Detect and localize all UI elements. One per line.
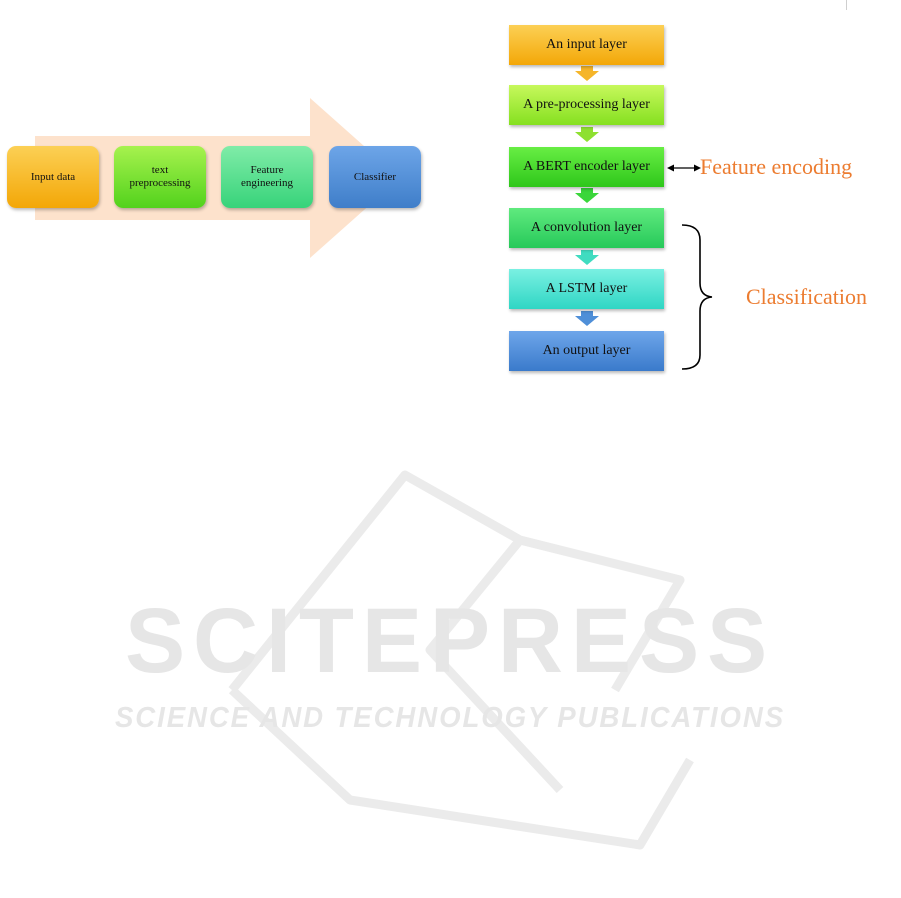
down-arrow-icon xyxy=(575,250,599,265)
down-arrow-icon xyxy=(575,66,599,81)
down-arrow-icon xyxy=(575,127,599,142)
layer-output: An output layer xyxy=(509,331,664,371)
svg-text:SCITEPRESS: SCITEPRESS xyxy=(125,590,775,692)
layer-lstm: A LSTM layer xyxy=(509,269,664,309)
layer-convolution: A convolution layer xyxy=(509,208,664,248)
svg-text:SCIENCE AND TECHNOLOGY PUBLICA: SCIENCE AND TECHNOLOGY PUBLICATIONS xyxy=(115,702,785,734)
layer-pre-processing: A pre-processing layer xyxy=(509,85,664,125)
down-arrow-icon xyxy=(575,311,599,326)
annotation-feature-encoding: Feature encoding xyxy=(700,154,852,180)
annotation-classification: Classification xyxy=(746,284,867,310)
down-arrow-icon xyxy=(575,188,599,203)
layer-input: An input layer xyxy=(509,25,664,65)
layer-stack-connectors xyxy=(0,0,901,400)
layer-bert-encoder: A BERT encoder layer xyxy=(509,147,664,187)
